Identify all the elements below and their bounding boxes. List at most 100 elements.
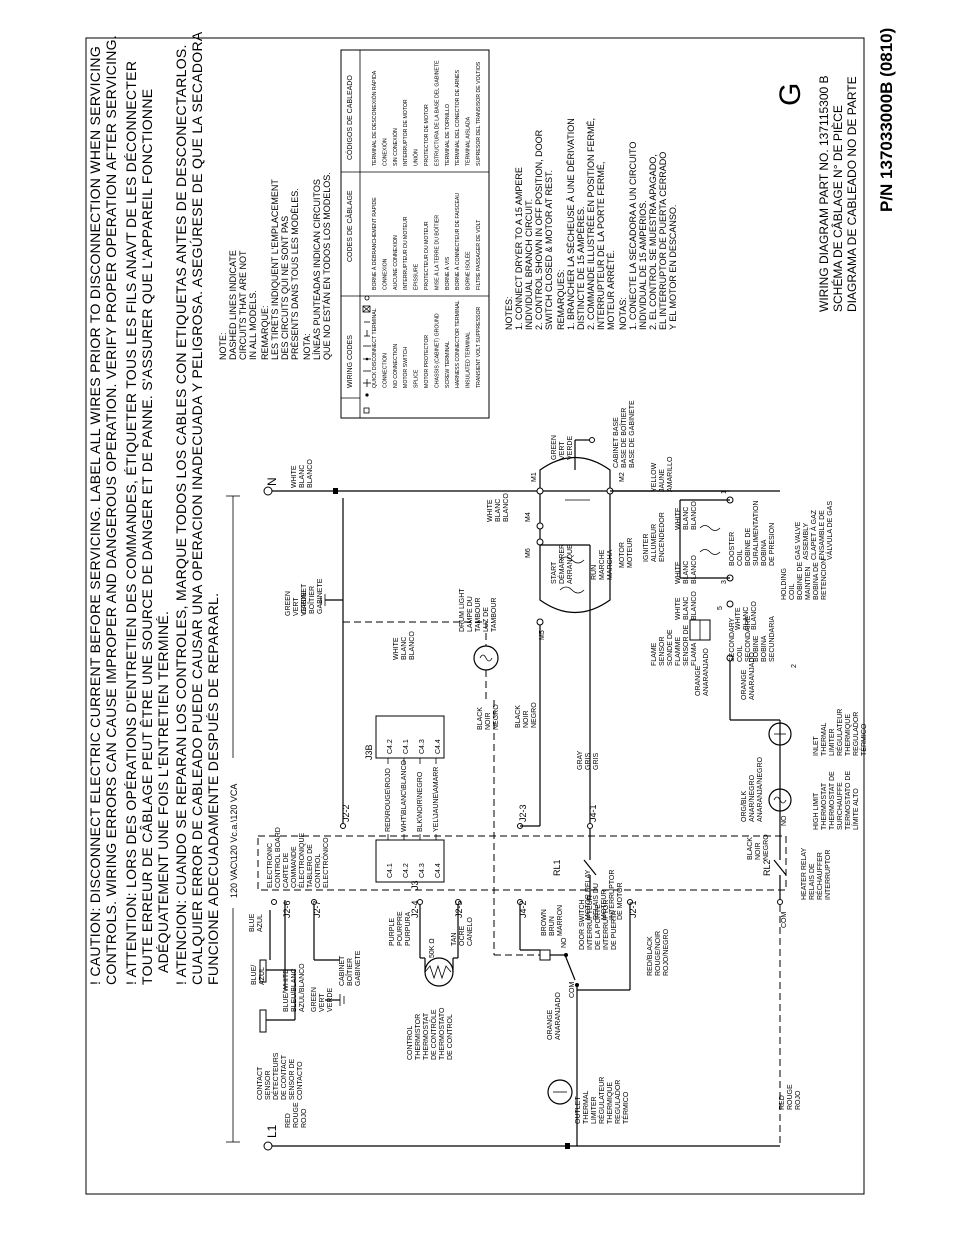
electronic-control-board-box [257, 835, 787, 891]
motor-terminal: M4 [525, 512, 532, 522]
caution-es-1: ! ATENCION: CUANDO SE REPARAN LOS CONTRO… [173, 44, 189, 985]
wire-color-label: ANARANJADO [749, 652, 756, 700]
notes-line: SWITCH CLOSED & MOTOR AT REST. [544, 170, 554, 330]
codes-table-cell: AUCUNE CONNEXION [393, 235, 399, 290]
outlet-thermal-label: REGULADOR [615, 1080, 622, 1124]
note-line: IN ALL MODELS. [248, 290, 258, 360]
control-thermistor-label: THERMOSTATO [439, 1007, 446, 1060]
codes-table-cell: TERMINAL AISLADA [466, 116, 472, 166]
control-thermistor-label: THERMISTOR [415, 1014, 422, 1060]
codes-table-cell: CONNEXION [382, 258, 388, 290]
codes-table-cell: MISE À LA TERRE DU BOÎTIER [433, 215, 440, 290]
heater-relay-label: HEATER RELAY [801, 847, 808, 900]
door-switch-no: NO [561, 937, 568, 948]
codes-table-cell: PROTECTOR DE MOTOR [424, 104, 430, 166]
codes-table-cell: SCREW TERMINAL [445, 341, 451, 388]
wire-color-label: YELLOW [651, 462, 658, 492]
wire-color-label: VERT [319, 993, 326, 1012]
drum-light-label: LAMPE DU [467, 596, 474, 632]
j3-pin: C4.4 [435, 863, 442, 878]
booster-coil-label: BOBINE DE [745, 528, 752, 566]
title-block: WIRING DIAGRAM PART NO. 137115300 B SCHÉ… [817, 75, 859, 312]
n-color: BLANCO [307, 459, 314, 488]
ecb-label: CARTE DE [283, 852, 290, 888]
wire-color-label: BLANC [683, 507, 690, 530]
codes-table-cell: CONNECTION [382, 353, 388, 388]
codes-table-cell: TERMINAL DE TORNILLO [445, 104, 451, 166]
control-thermistor: 50K Ω CONTROL THERMISTOR THERMOSTAT DE C… [389, 905, 474, 1060]
wire-color-label: NEGRO [763, 834, 770, 860]
control-thermistor-label: DE CONTRÔLE [429, 1009, 438, 1060]
codes-table-cell: UNIÓN [413, 149, 420, 166]
wire-color-label: PURPLE [389, 918, 396, 946]
j3-pin: C4.3 [419, 863, 426, 878]
igniter-label: ENCENDEDOR [659, 512, 666, 562]
wire-color-label: VERT [293, 597, 300, 616]
dashed-lines-note: NOTE: DASHED LINES INDICATE CIRCUITS THA… [218, 172, 332, 360]
booster-coil-label: BOBINA [761, 539, 768, 566]
heater-relay-no: NO [781, 815, 788, 826]
codes-header-fr: CODES DE CÂBLAGE [345, 190, 354, 262]
contact-sensor: CONTACT SENSOR DÉTECTEURS DE CONTACT SEN… [257, 900, 304, 1100]
drum-light-label: LUZ DE [483, 607, 490, 632]
codes-table-cell: TERMINAL DEL CONECTOR DE ARNÉS [454, 69, 461, 166]
j3-pin: C4.1 [387, 863, 394, 878]
cabinet-base-label: BASE DE BOÎTIER [619, 408, 628, 468]
holding-coil-label: MAINTIEN [805, 567, 812, 600]
l1-color: RED [285, 1113, 292, 1128]
connector-label: J2-7 [312, 900, 322, 918]
l1-color: ROUGE [293, 1102, 300, 1128]
wire-color-label: BLANCO [409, 631, 416, 660]
wire-color-label: TAN [451, 933, 458, 946]
wire-color-label: AZUL [259, 967, 266, 985]
run-winding-label: MARCHE [599, 549, 606, 580]
booster-coil-label: COIL [737, 550, 744, 566]
start-winding-label: ARRANQUE [567, 544, 574, 584]
flame-sensor-label: SENSOR DE [683, 624, 690, 666]
secondary-coil-label: BOBINA [761, 635, 768, 662]
caution-fr-1: ! ATTENTION: LORS DES OPÉRATIONS D'ENTRE… [123, 61, 139, 985]
wire-color-label: RED [779, 1095, 786, 1110]
booster-coil-label: BOOSTER [729, 532, 736, 566]
inlet-thermal-label: INLET [813, 735, 820, 756]
wire-color-label: VERDE [567, 436, 574, 460]
outlet-thermal-label: TÉRMICO [621, 1091, 630, 1124]
note-line: DASHED LINES INDICATE [228, 250, 238, 360]
wire-color-label: BLACK [477, 707, 484, 730]
caution-es-2: CUALQUIER ERROR DE CABLEADO PUEDE CAUSAR… [189, 31, 205, 985]
n-color: WHITE [291, 465, 298, 488]
flame-sensor-label: SONDE DE [667, 629, 674, 666]
control-thermistor-label: THERMOSTAT [423, 1012, 430, 1060]
connector-label: J2-6 [282, 900, 292, 918]
wire-color-label: BLUE [249, 913, 256, 932]
notes-line: INDIVIDUAL BRANCH CIRCUIT. [524, 199, 534, 330]
notes-line: NOTES: [504, 296, 514, 330]
ecb-label: ELECTRONIC [267, 843, 274, 888]
wire-color-label: WHITE [735, 607, 742, 630]
wire-color-label: BLANCO [691, 501, 698, 530]
heater-relay-com: COM [781, 912, 788, 929]
supply-voltage: 120 VAC\120 Vc.a.\120 VCA [229, 784, 239, 898]
part-number: P/N 137033000B (0810) [877, 28, 896, 212]
wire-color-label: AZUL [257, 914, 264, 932]
notes-line: NOTAS: [618, 297, 628, 330]
flame-sensor-label: FLAMME [675, 637, 682, 667]
codes-table-cell: CONEXIÓN [381, 138, 388, 166]
wire-color-label: BLUE/ [251, 965, 258, 985]
high-limit-label: LÍMITE ALTO [851, 788, 860, 830]
gas-valve-terminal: 5 [717, 606, 724, 610]
door-switch-label: DE LA PORTE [595, 904, 602, 950]
note-line: REMARQUE: [260, 305, 270, 360]
heater-relay-label: RELAIS DE [809, 863, 816, 900]
wire-color-label: NEGRO [531, 702, 538, 728]
caution-en-2: CONTROLS. WIRING ERRORS CAN CAUSE IMPROP… [103, 35, 119, 985]
codes-table-cell: CHASSIS (CABINET) GROUND [434, 313, 440, 388]
j3-connector: C4.1 C4.2 C4.3 C4.4 J3 [375, 839, 445, 890]
holding-coil-label: HOLDING [781, 568, 788, 600]
wire-color-label: ROUGE/NOIR [655, 931, 662, 976]
contact-sensor-label: DE CONTACT [281, 1054, 288, 1100]
n-terminal [263, 486, 273, 496]
igniter-label: ALLUMEUR [651, 524, 658, 562]
connector-label: J2-3 [518, 804, 528, 822]
contact-sensor-label: CONTACT [257, 1066, 264, 1100]
